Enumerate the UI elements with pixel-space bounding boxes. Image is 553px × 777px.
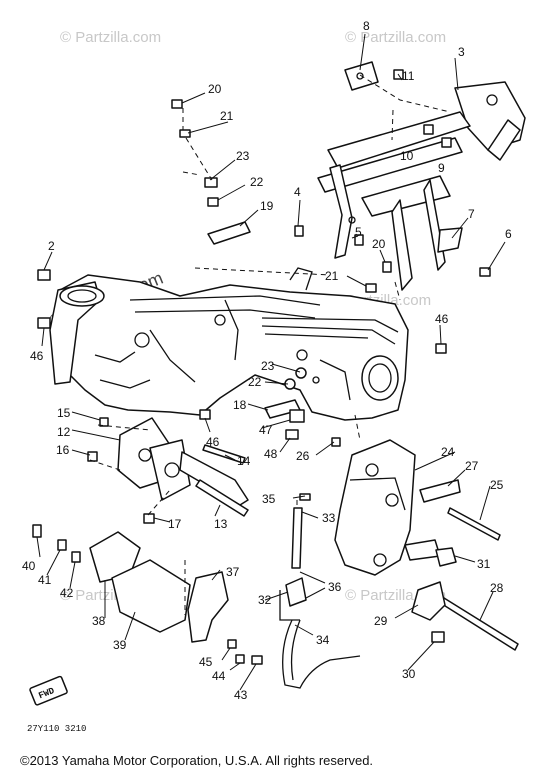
watermark: © Partzilla.com [60, 29, 161, 46]
callout-3: 3 [458, 45, 465, 59]
callout-24: 24 [441, 445, 455, 459]
callout-34: 34 [316, 633, 330, 647]
callout-2: 2 [48, 239, 55, 253]
callout-28: 28 [490, 581, 504, 595]
callout-33: 33 [322, 511, 336, 525]
callout-37: 37 [226, 565, 240, 579]
callout-21: 21 [220, 109, 234, 123]
callout-30: 30 [402, 667, 416, 681]
callout-22: 22 [250, 175, 264, 189]
callout-25: 25 [490, 478, 504, 492]
callout-23: 23 [236, 149, 250, 163]
callout-8: 8 [363, 19, 370, 33]
callout-36: 36 [328, 580, 342, 594]
callout-21: 21 [325, 269, 339, 283]
callout-32: 32 [258, 593, 272, 607]
main-frame [49, 267, 409, 421]
callout-13: 13 [214, 517, 228, 531]
copyright-notice: ©2013 Yamaha Motor Corporation, U.S.A. A… [20, 753, 374, 768]
callout-12: 12 [57, 425, 71, 439]
callout-41: 41 [38, 573, 52, 587]
fwd-badge: FWD [29, 675, 68, 706]
callout-42: 42 [60, 586, 74, 600]
callout-19: 19 [260, 199, 274, 213]
callout-10: 10 [400, 149, 414, 163]
lower-covers [89, 531, 229, 643]
callout-46: 46 [435, 312, 449, 326]
leader-lines [36, 33, 506, 691]
callouts: 8 3 11 20 21 10 9 23 22 4 19 7 5 6 20 2 … [22, 19, 512, 702]
callout-9: 9 [438, 161, 445, 175]
callout-38: 38 [92, 614, 106, 628]
callout-39: 39 [113, 638, 127, 652]
callout-48: 48 [264, 447, 278, 461]
callout-17: 17 [168, 517, 182, 531]
callout-5: 5 [355, 225, 362, 239]
callout-44: 44 [212, 669, 226, 683]
callout-47: 47 [259, 423, 273, 437]
callout-14: 14 [237, 454, 251, 468]
hardware [32, 69, 491, 665]
guide-lines [89, 74, 451, 615]
callout-11: 11 [402, 69, 415, 83]
callout-26: 26 [296, 449, 310, 463]
callout-20: 20 [208, 82, 222, 96]
callout-6: 6 [505, 227, 512, 241]
watermark: © Partzilla.com [345, 29, 446, 46]
callout-31: 31 [477, 557, 491, 571]
callout-40: 40 [22, 559, 36, 573]
callout-4: 4 [294, 185, 301, 199]
callout-46: 46 [206, 435, 220, 449]
engine-bracket-rear [334, 439, 441, 576]
callout-20: 20 [372, 237, 386, 251]
callout-46: 46 [30, 349, 44, 363]
callout-27: 27 [465, 459, 479, 473]
callout-18: 18 [233, 398, 247, 412]
rear-subframe [317, 61, 526, 291]
callout-45: 45 [199, 655, 213, 669]
engine-bracket-front [117, 417, 249, 506]
callout-22: 22 [248, 375, 262, 389]
callout-23: 23 [261, 359, 275, 373]
callout-7: 7 [468, 207, 475, 221]
breather-pipe [279, 507, 361, 689]
callout-35: 35 [262, 492, 276, 506]
diagram-code: 27Y110 3210 [27, 724, 86, 734]
long-bolts [195, 444, 519, 651]
callout-43: 43 [234, 688, 248, 702]
callout-29: 29 [374, 614, 388, 628]
callout-16: 16 [56, 443, 70, 457]
callout-15: 15 [57, 406, 71, 420]
